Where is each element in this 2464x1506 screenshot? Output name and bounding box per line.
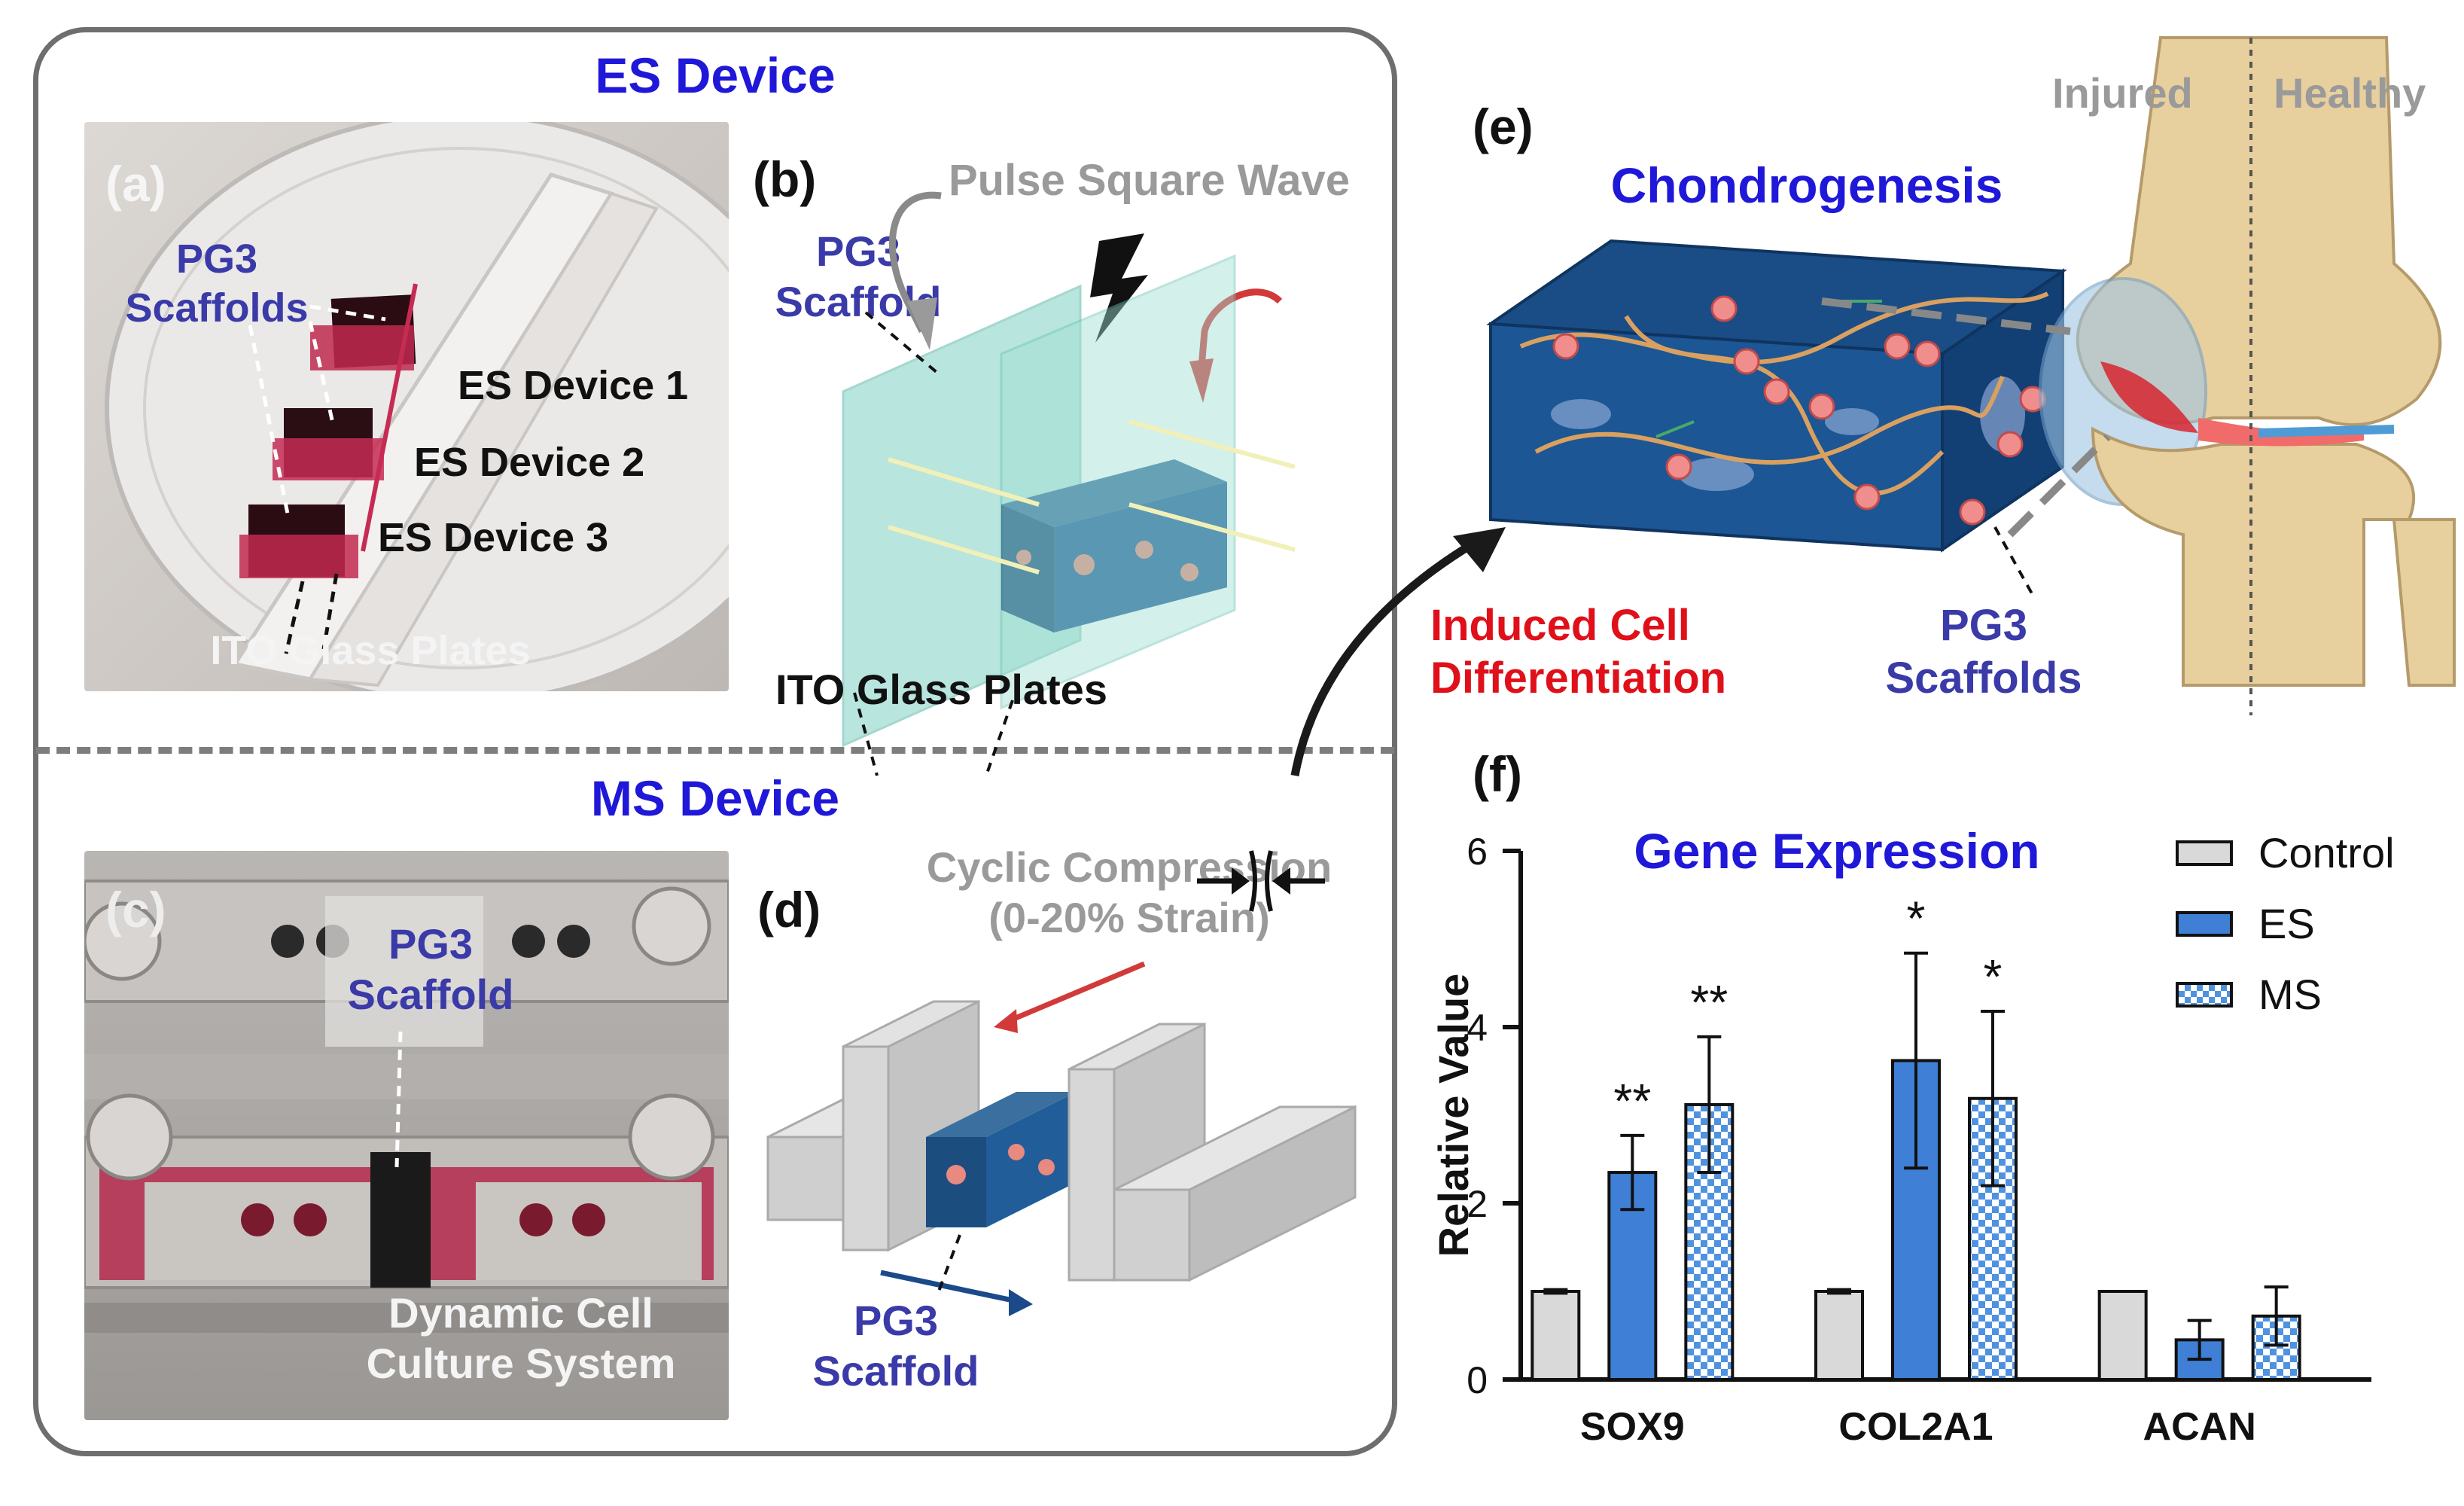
es-device-3-label: ES Device 3	[378, 515, 609, 560]
es-device-2-label: ES Device 2	[414, 440, 645, 485]
ms-device-title: MS Device	[590, 770, 840, 826]
injured-label: Injured	[2052, 69, 2193, 117]
pointer-lines-a	[248, 304, 386, 654]
es-device-title: ES Device	[595, 47, 836, 103]
y-tick-label: 6	[1467, 831, 1488, 873]
petri-dish-illustration	[105, 122, 729, 691]
significance-marker: *	[1907, 892, 1926, 946]
induced-differentiation-label: Induced Cell Differentiation	[1430, 601, 1727, 703]
ms-device-photo: (c) PG3 Scaffold Dynamic Cell Culture Sy…	[84, 851, 729, 1420]
y-tick-label: 0	[1467, 1359, 1488, 1401]
scaffold-block-illustration	[1486, 239, 2067, 596]
es-device-1-label: ES Device 1	[458, 363, 689, 408]
bar-es-col2a1	[1891, 1059, 1941, 1381]
panel-label-e: (e)	[1473, 99, 1534, 154]
y-axis-label: Relative Value	[1430, 974, 1477, 1258]
dynamic-culture-label: Dynamic Cell Culture System	[366, 1289, 676, 1388]
bar-ms-acan	[2251, 1314, 2301, 1382]
es-device-photo: (a) PG3 Scaffolds ES Device 1 ES Device …	[84, 122, 729, 691]
ms-device-diagram	[766, 850, 1357, 1316]
legend-es: ES	[2176, 899, 2315, 948]
cyclic-compression-label: Cyclic Compression (0-20% Strain)	[926, 843, 1333, 942]
panel-label-d: (d)	[757, 882, 821, 937]
flow-arrow	[1290, 527, 1506, 776]
es-device-diagram	[842, 191, 1296, 776]
legend-swatch-control	[2176, 840, 2233, 866]
significance-marker: **	[1690, 975, 1728, 1029]
compression-rig-illustration	[84, 880, 729, 1333]
pg3-scaffold-label-d: PG3 Scaffold	[812, 1297, 979, 1395]
bar-es-sox9	[1607, 1171, 1658, 1382]
panel-label-b: (b)	[753, 151, 817, 207]
device-frame	[33, 27, 1397, 1456]
legend-swatch-ms	[2176, 981, 2233, 1008]
panel-label-f: (f)	[1473, 746, 1522, 802]
pg3-scaffolds-label-e: PG3 Scaffolds	[1885, 601, 2082, 703]
zoom-guide-lines	[1821, 297, 2111, 538]
panel-label-a: (a)	[105, 156, 166, 212]
bar-ms-sox9	[1684, 1102, 1735, 1381]
ito-plates-label-a: ITO Glass Plates	[210, 628, 531, 673]
y-tick-label: 4	[1467, 1007, 1488, 1049]
bar-control-col2a1	[1814, 1290, 1864, 1381]
bar-control-acan	[2097, 1290, 2148, 1381]
pulse-wave-label: Pulse Square Wave	[949, 156, 1350, 205]
bar-es-acan	[2174, 1338, 2225, 1381]
legend-label-ms: MS	[2258, 971, 2322, 1018]
healthy-label: Healthy	[2274, 69, 2426, 117]
legend-control: Control	[2176, 828, 2395, 877]
section-divider	[36, 747, 1394, 754]
legend-label-control: Control	[2258, 829, 2395, 876]
panel-label-c: (c)	[105, 882, 166, 937]
pg3-scaffolds-label-a: PG3 Scaffolds	[125, 236, 309, 331]
pg3-scaffold-label-c: PG3 Scaffold	[347, 920, 514, 1019]
x-tick-label: COL2A1	[1838, 1405, 1993, 1449]
significance-marker: **	[1613, 1074, 1651, 1128]
bar-ms-col2a1	[1968, 1096, 2018, 1382]
significance-marker: *	[1984, 950, 2003, 1004]
ito-plates-label-b: ITO Glass Plates	[775, 666, 1107, 713]
y-tick-label: 2	[1467, 1183, 1488, 1225]
knee-joint-illustration	[2039, 36, 2456, 715]
chondrogenesis-title: Chondrogenesis	[1610, 157, 2003, 213]
chart-title: Gene Expression	[1634, 823, 2040, 879]
bar-control-sox9	[1530, 1290, 1581, 1381]
legend-label-es: ES	[2258, 900, 2315, 947]
legend-swatch-es	[2176, 910, 2233, 937]
x-tick-label: SOX9	[1580, 1405, 1685, 1449]
x-tick-label: ACAN	[2143, 1405, 2256, 1449]
legend-ms: MS	[2176, 970, 2322, 1019]
